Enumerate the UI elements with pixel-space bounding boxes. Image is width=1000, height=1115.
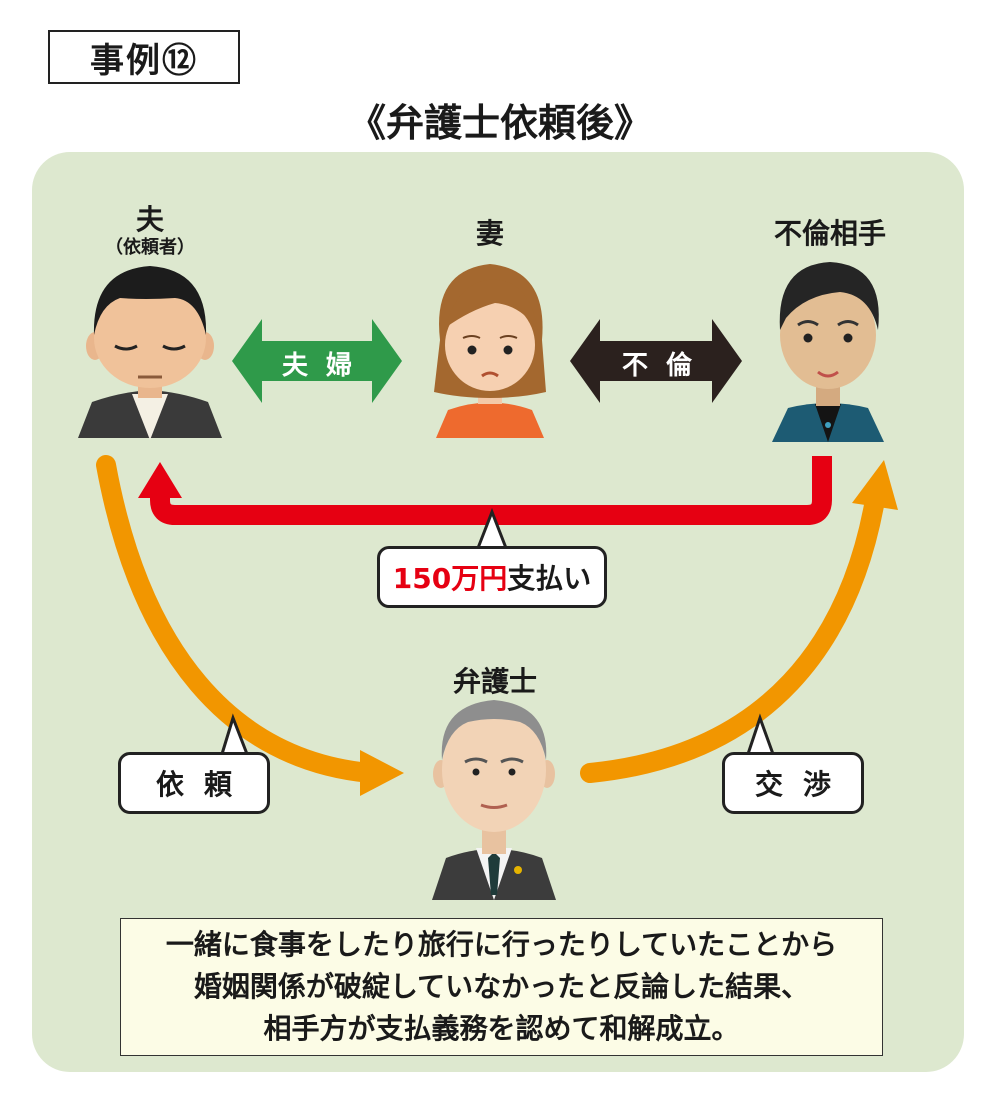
negotiate-arrow bbox=[580, 490, 885, 783]
partner-avatar bbox=[772, 262, 884, 442]
partner-name: 不倫相手 bbox=[773, 217, 886, 250]
summary-note: 一緒に食事をしたり旅行に行ったりしていたことから 婚姻関係が破綻していなかったと… bbox=[120, 918, 883, 1056]
case-label-text: 事例⑫ bbox=[90, 40, 198, 81]
payment-action: 支払い bbox=[507, 562, 592, 595]
case-label: 事例⑫ bbox=[48, 30, 240, 84]
negotiate-arrow-head bbox=[852, 460, 898, 510]
payment-arrow-head bbox=[138, 462, 182, 498]
summary-line-1: 一緒に食事をしたり旅行に行ったりしていたことから bbox=[165, 928, 838, 961]
summary-line-2: 婚姻関係が破綻していなかったと反論した結果、 bbox=[193, 970, 810, 1003]
husband-name: 夫 bbox=[135, 203, 164, 236]
negotiate-label: 交渉 bbox=[754, 768, 851, 801]
husband-avatar bbox=[78, 266, 222, 440]
request-bubble: 依頼 bbox=[118, 752, 270, 814]
payment-amount: 150万円 bbox=[392, 562, 508, 595]
marriage-arrow bbox=[232, 319, 402, 403]
wife-name: 妻 bbox=[475, 217, 504, 250]
affair-label: 不倫 bbox=[621, 351, 710, 381]
request-arrow-head bbox=[360, 750, 404, 796]
request-arrow bbox=[96, 455, 380, 783]
page-title: 《弁護士依頼後》 bbox=[347, 101, 652, 145]
payment-bubble: 150万円支払い bbox=[377, 546, 607, 608]
husband-role: （依頼者） bbox=[105, 237, 195, 258]
request-label: 依頼 bbox=[155, 768, 252, 801]
wife-avatar bbox=[434, 264, 546, 438]
marriage-label: 夫婦 bbox=[281, 351, 370, 381]
summary-line-3: 相手方が支払義務を認めて和解成立。 bbox=[263, 1012, 740, 1045]
lawyer-name: 弁護士 bbox=[452, 665, 537, 698]
payment-arrow bbox=[150, 456, 832, 525]
lawyer-avatar bbox=[432, 700, 556, 900]
negotiate-bubble: 交渉 bbox=[722, 752, 864, 814]
affair-arrow bbox=[570, 319, 742, 403]
